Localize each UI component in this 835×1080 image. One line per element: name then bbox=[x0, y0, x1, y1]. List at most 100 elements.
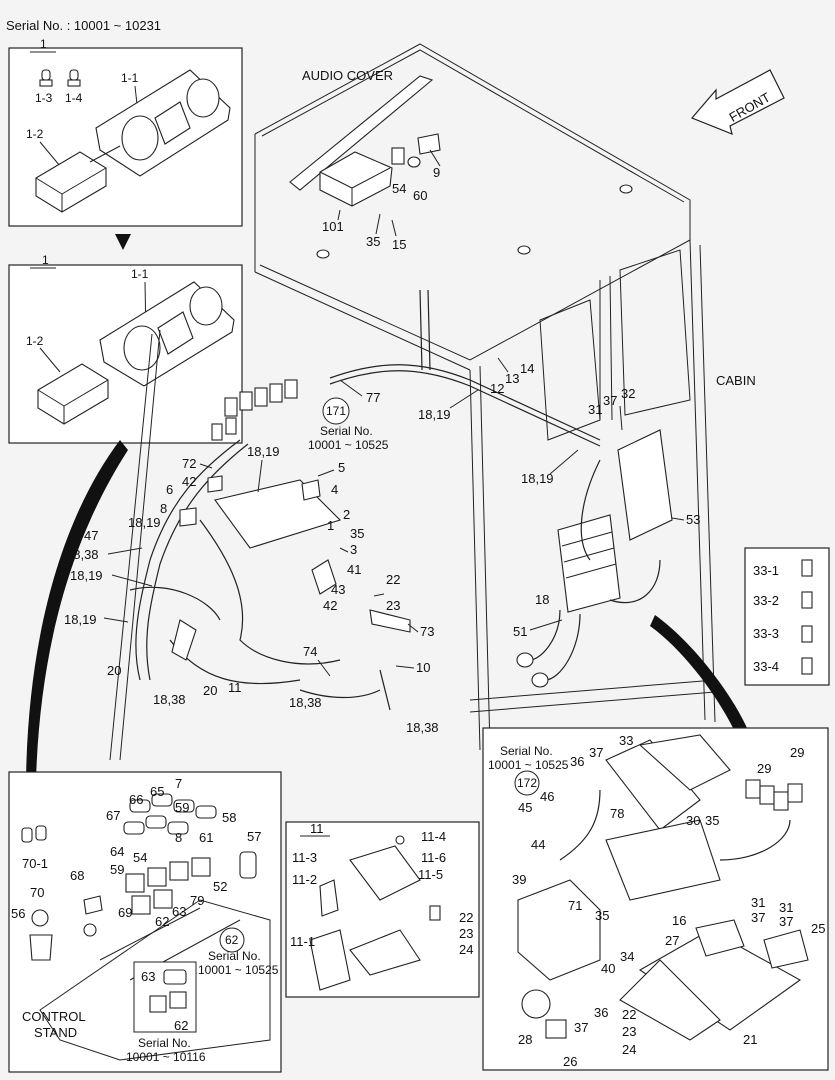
callout-label: 33-3 bbox=[753, 626, 779, 641]
callout-label: 18,19 bbox=[64, 612, 97, 627]
callout-label: 36 bbox=[570, 754, 584, 769]
control-module bbox=[37, 363, 109, 425]
ecu-connector-block bbox=[605, 734, 731, 831]
pad bbox=[417, 133, 441, 155]
fuse-board-16 bbox=[605, 819, 721, 901]
callout-label: 57 bbox=[247, 829, 261, 844]
callout: 1-1 bbox=[121, 71, 139, 85]
callout-label: 33-2 bbox=[753, 593, 779, 608]
callout-label: 10001 ~ 10525 bbox=[488, 758, 569, 772]
callout-label: 35 bbox=[595, 908, 609, 923]
callout: 1-2 bbox=[26, 127, 44, 141]
callout-label: 31 bbox=[779, 900, 793, 915]
switch-43 bbox=[311, 559, 337, 595]
callout-label: 22 bbox=[622, 1007, 636, 1022]
callout-label: 33-4 bbox=[753, 659, 779, 674]
callout-label: 71 bbox=[568, 898, 582, 913]
hour-meter bbox=[239, 851, 257, 879]
callout-label: 172 bbox=[517, 776, 537, 790]
callout-label: 30 bbox=[686, 813, 700, 828]
callout-label: 10001 ~ 10525 bbox=[308, 438, 389, 452]
callout-label: 11 bbox=[228, 680, 242, 695]
callout: 1 bbox=[40, 37, 47, 51]
main-callouts: 9 54 60 101 35 15 14 13 12 18,19 77 37 3… bbox=[64, 149, 700, 735]
callout-label: 21 bbox=[743, 1032, 757, 1047]
audio-switch bbox=[391, 147, 405, 165]
inset-control-stand: 7 65 66 59 58 67 8 61 64 54 59 52 57 70-… bbox=[8, 771, 282, 1073]
callout-label: 11-5 bbox=[418, 867, 443, 882]
callout-label: 15 bbox=[392, 237, 406, 252]
callout-label: 42 bbox=[323, 598, 337, 613]
callout-label: 58 bbox=[222, 810, 236, 825]
inset-cluster-second: 1 1-1 1-2 bbox=[8, 253, 243, 444]
callout-label: 35 bbox=[350, 526, 364, 541]
callout-label: 18,19 bbox=[247, 444, 280, 459]
callout-label: 35 bbox=[366, 234, 380, 249]
callout-label: 20 bbox=[203, 683, 217, 698]
callout-label: 28 bbox=[518, 1032, 532, 1047]
ecu-box-53 bbox=[617, 429, 673, 541]
callout-label: 32 bbox=[621, 386, 635, 401]
callout-label: 54 bbox=[133, 850, 147, 865]
callout-label: 47 bbox=[84, 528, 98, 543]
callout-label: 62 bbox=[174, 1018, 188, 1033]
callout-label: 34 bbox=[620, 949, 634, 964]
inset-ecu-panel: Serial No. 10001 ~ 10525 172 36 37 33 29… bbox=[482, 727, 829, 1071]
callout-label: 73 bbox=[420, 624, 434, 639]
callout-label: 62 bbox=[225, 933, 239, 947]
dash-panel bbox=[214, 479, 342, 549]
callout-label: STAND bbox=[34, 1025, 77, 1040]
callout-label: 26 bbox=[563, 1054, 577, 1069]
callout-label: 65 bbox=[150, 784, 164, 799]
callout-label: 37 bbox=[574, 1020, 588, 1035]
callout-label: 4 bbox=[331, 482, 338, 497]
callout-label: 3 bbox=[350, 542, 357, 557]
callout-label: 25 bbox=[811, 921, 825, 936]
callout-label: 11-2 bbox=[292, 872, 317, 887]
callout: 1-1 bbox=[131, 267, 149, 281]
callout-label: 8 bbox=[175, 830, 182, 845]
callout-label: 29 bbox=[757, 761, 771, 776]
callout: 1-2 bbox=[26, 334, 44, 348]
cabin-drawing: FRONT AUDIO COVER CABIN bbox=[109, 43, 785, 761]
callout-label: Serial No. bbox=[208, 949, 261, 963]
jack bbox=[407, 156, 421, 168]
callout-label: 11-4 bbox=[421, 829, 446, 844]
inset-pedal-11: 11 11-4 11-3 11-6 11-5 11-2 11-1 22 23 2… bbox=[285, 821, 480, 998]
callout-label: 20 bbox=[107, 663, 121, 678]
audio-cover-label: AUDIO COVER bbox=[302, 68, 393, 83]
callout-label: 39 bbox=[512, 872, 526, 887]
callout-label: 60 bbox=[413, 188, 427, 203]
callout-label: 74 bbox=[303, 644, 317, 659]
callout-label: 51 bbox=[513, 624, 527, 639]
relay-cluster-29 bbox=[745, 779, 803, 811]
callout-label: 78 bbox=[610, 806, 624, 821]
callout-label: 22 bbox=[459, 910, 473, 925]
callout-label: CONTROL bbox=[22, 1009, 86, 1024]
callout-label: 31 bbox=[588, 402, 602, 417]
callout-label: 101 bbox=[322, 219, 344, 234]
callout-label: 54 bbox=[392, 181, 406, 196]
callout-label: 70 bbox=[30, 885, 44, 900]
callout-label: Serial No. bbox=[500, 744, 553, 758]
callout-label: 23 bbox=[622, 1024, 636, 1039]
bulb-icon bbox=[39, 69, 81, 87]
callout-label: 37 bbox=[751, 910, 765, 925]
switch-42 bbox=[207, 475, 223, 493]
callout-label: 31 bbox=[751, 895, 765, 910]
panel-21 bbox=[619, 929, 802, 1041]
callout-label: 33 bbox=[619, 733, 633, 748]
callout-label: 68 bbox=[70, 868, 84, 883]
callout-label: 63 bbox=[172, 904, 186, 919]
instrument-cluster bbox=[99, 281, 235, 387]
callout-label: 29 bbox=[790, 745, 804, 760]
callout-label: 52 bbox=[213, 879, 227, 894]
callout-label: 40 bbox=[601, 961, 615, 976]
callout-label: 171 bbox=[326, 404, 346, 418]
ignition-switch bbox=[29, 909, 53, 961]
relay-row bbox=[211, 379, 298, 441]
key-icon bbox=[21, 825, 47, 843]
fuse-icon bbox=[801, 559, 813, 675]
callout-label: Serial No. bbox=[320, 424, 373, 438]
